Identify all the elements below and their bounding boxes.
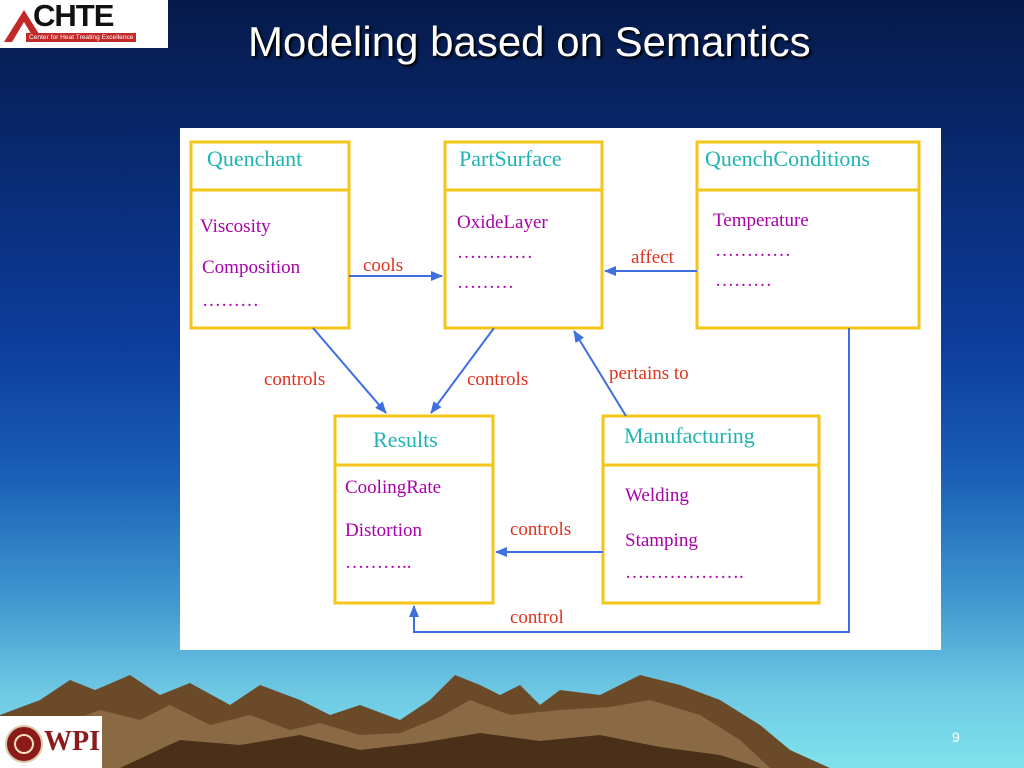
attr-ellipsis: ……………….: [625, 562, 744, 583]
wpi-logo: WPI: [0, 716, 102, 768]
arrow-controls-left: [312, 327, 387, 414]
seal-icon: [5, 725, 43, 763]
attr-composition: Composition: [202, 257, 301, 278]
attr-ellipsis: ………: [457, 272, 514, 293]
attr-coolingrate: CoolingRate: [345, 477, 441, 498]
slide-title: Modeling based on Semantics: [248, 18, 811, 65]
label-affect: affect: [631, 247, 675, 268]
arrow-control: [409, 328, 850, 633]
page-number: 9: [952, 729, 960, 745]
box-name-results: Results: [373, 427, 438, 452]
attr-distortion: Distortion: [345, 520, 423, 541]
chte-logo: CHTE Center for Heat Treating Excellence: [0, 0, 168, 48]
attr-welding: Welding: [625, 485, 689, 506]
chte-logo-text: CHTE: [33, 0, 114, 33]
attr-temperature: Temperature: [713, 210, 809, 231]
box-manufacturing: Manufacturing Welding Stamping ……………….: [601, 414, 821, 605]
box-quenchconditions: QuenchConditions Temperature ………… ………: [695, 140, 921, 330]
wpi-logo-text: WPI: [44, 726, 100, 757]
label-pertains-to: pertains to: [609, 363, 689, 384]
semantic-model-diagram: Quenchant Viscosity Composition ……… Part…: [189, 140, 921, 633]
arrow-pertains-to: [573, 330, 627, 417]
attr-ellipsis: …………: [715, 240, 791, 261]
label-control: control: [510, 607, 564, 628]
attr-stamping: Stamping: [625, 530, 698, 551]
box-name-quenchant: Quenchant: [207, 146, 302, 171]
attr-ellipsis: ………: [715, 270, 772, 291]
mountain-decoration: [0, 675, 830, 768]
label-controls-bottom: controls: [510, 519, 571, 540]
attr-oxidelayer: OxideLayer: [457, 212, 548, 233]
attr-ellipsis: …………: [457, 242, 533, 263]
box-quenchant: Quenchant Viscosity Composition ………: [189, 140, 351, 330]
diagram-panel: Quenchant Viscosity Composition ……… Part…: [180, 128, 941, 650]
attr-ellipsis: ………..: [345, 552, 412, 573]
label-controls-left: controls: [264, 369, 325, 390]
box-results: Results CoolingRate Distortion ………..: [333, 414, 495, 605]
attr-ellipsis: ………: [202, 290, 259, 311]
attr-viscosity: Viscosity: [200, 216, 271, 237]
chte-logo-subtitle: Center for Heat Treating Excellence: [26, 33, 137, 42]
box-name-manufacturing: Manufacturing: [624, 423, 755, 448]
box-name-partsurface: PartSurface: [459, 146, 562, 171]
arrow-controls-mid: [430, 327, 495, 414]
box-partsurface: PartSurface OxideLayer ………… ………: [443, 140, 604, 330]
label-controls-mid: controls: [467, 369, 528, 390]
box-name-quenchconditions: QuenchConditions: [705, 146, 870, 171]
label-cools: cools: [363, 255, 403, 276]
